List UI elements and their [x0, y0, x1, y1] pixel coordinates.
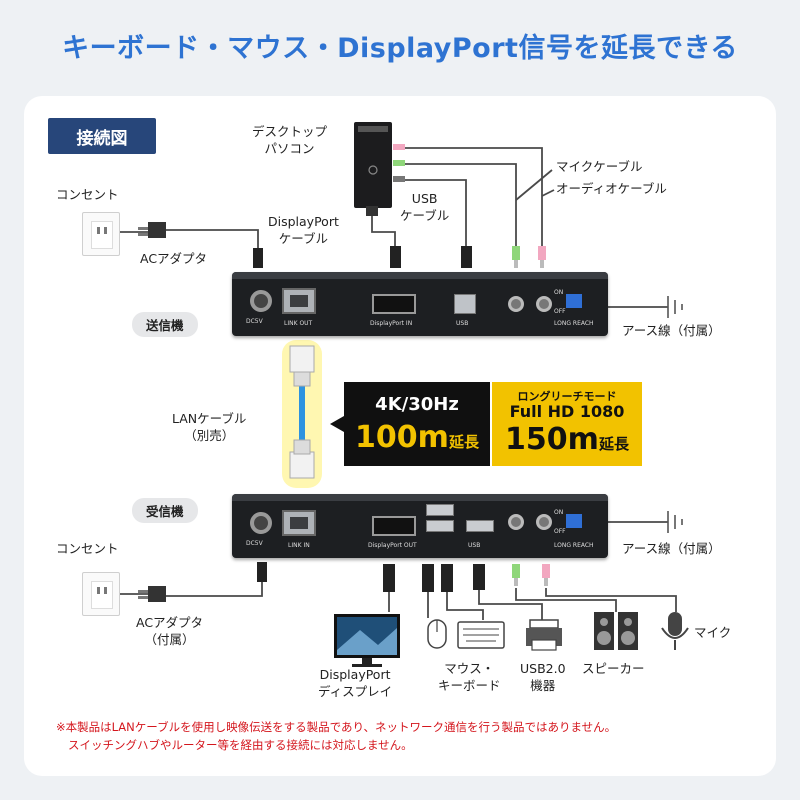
footnote: ※本製品はLANケーブルを使用し映像伝送をする製品であり、ネットワーク通信を行う…: [56, 718, 756, 754]
mic-label: マイク: [694, 625, 732, 640]
lan-cable-label: LANケーブル（別売）: [172, 411, 247, 443]
page-title: キーボード・マウス・DisplayPort信号を延長できる: [62, 33, 738, 64]
long-reach-label: LONG REACH: [554, 542, 594, 549]
link-out-port: [282, 288, 316, 314]
standard-distance: 100m: [355, 420, 449, 455]
switch-on-label: ON: [554, 509, 564, 516]
earth-symbol-top: [667, 296, 683, 318]
top-outlet-icon: [82, 212, 120, 256]
speaker-label: スピーカー: [582, 661, 645, 676]
long-reach-switch: [566, 294, 582, 308]
long-reach-switch: [566, 514, 582, 528]
transmitter-label: 送信機: [132, 312, 198, 337]
switch-off-label: OFF: [554, 528, 566, 535]
footnote-line-2: スイッチングハブやルーター等を経由する接続には対応しません。: [68, 738, 413, 752]
bottom-ac-adapter-label: ACアダプタ（付属）: [136, 615, 204, 647]
mouse-icon: [427, 619, 447, 649]
audio-jack: [508, 296, 524, 312]
standard-distance-suffix: 延長: [448, 433, 479, 451]
mic-cable-label: マイクケーブル: [556, 159, 643, 174]
switch-off-label: OFF: [554, 308, 566, 315]
usb-port-label: USB: [468, 542, 481, 549]
speaker-icon: [594, 612, 638, 650]
bottom-plugs: [138, 562, 550, 602]
pc-label: デスクトップパソコン: [252, 124, 328, 156]
usb-a-port-1: [426, 504, 454, 516]
standard-distance-row: 100m延長: [344, 420, 490, 455]
desktop-pc-icon: [354, 122, 405, 216]
audio-cable-label: オーディオケーブル: [556, 181, 667, 196]
receiver-device: DC5V LINK IN DisplayPort OUT USB ON OFF …: [232, 494, 608, 558]
spec-standard-box: 4K/30Hz 100m延長: [344, 382, 490, 466]
display-monitor-icon: [334, 614, 400, 667]
lan-cable-icon: [282, 340, 322, 488]
dc-port: [250, 290, 272, 312]
dc-port-label: DC5V: [246, 318, 263, 325]
bottom-outlet-label: コンセント: [56, 541, 119, 556]
long-reach-distance: 150m: [505, 422, 599, 457]
footnote-line-1: ※本製品はLANケーブルを使用し映像伝送をする製品であり、ネットワーク通信を行う…: [56, 720, 617, 734]
bottom-outlet-icon: [82, 572, 120, 616]
long-reach-distance-suffix: 延長: [598, 435, 629, 453]
usb-port-label: USB: [456, 320, 469, 327]
mouse-keyboard-label: マウス・キーボード: [438, 661, 501, 693]
usb-a-port-3: [466, 520, 494, 532]
link-in-label: LINK IN: [288, 542, 310, 549]
mic-jack: [536, 296, 552, 312]
dp-in-label: DisplayPort IN: [370, 320, 413, 327]
spec-arrow: [330, 416, 344, 432]
spec-long-reach-box: ロングリーチモード Full HD 1080 150m延長: [492, 382, 642, 466]
standard-resolution: 4K/30Hz: [375, 394, 459, 415]
transmitter-device: DC5V LINK OUT DisplayPort IN USB ON OFF …: [232, 272, 608, 336]
dc-port: [250, 512, 272, 534]
audio-jack: [508, 514, 524, 530]
top-outlet-label: コンセント: [56, 187, 119, 202]
microphone-icon: [661, 612, 689, 650]
earth-symbol-bottom: [667, 511, 683, 533]
link-in-port: [282, 510, 316, 536]
usb-b-port: [454, 294, 476, 314]
keyboard-icon: [457, 621, 505, 649]
dp-out-port: [372, 516, 416, 536]
top-plugs: [138, 222, 546, 268]
long-reach-mode-label: ロングリーチモード: [517, 390, 617, 403]
mic-jack: [536, 514, 552, 530]
dc-port-label: DC5V: [246, 540, 263, 547]
usb-a-port-2: [426, 520, 454, 532]
switch-on-label: ON: [554, 289, 564, 296]
link-out-label: LINK OUT: [284, 320, 313, 327]
top-ac-adapter-label: ACアダプタ: [140, 251, 208, 266]
dp-in-port: [372, 294, 416, 314]
bottom-earth-label: アース線（付属）: [622, 541, 721, 556]
diagram-badge: 接続図: [48, 118, 156, 154]
top-earth-label: アース線（付属）: [622, 323, 721, 338]
printer-icon: [526, 619, 562, 651]
receiver-label: 受信機: [132, 498, 198, 523]
long-reach-resolution: Full HD 1080: [509, 402, 625, 421]
dp-out-label: DisplayPort OUT: [368, 542, 417, 549]
long-reach-label: LONG REACH: [554, 320, 594, 327]
long-reach-distance-row: 150m延長: [492, 422, 642, 457]
